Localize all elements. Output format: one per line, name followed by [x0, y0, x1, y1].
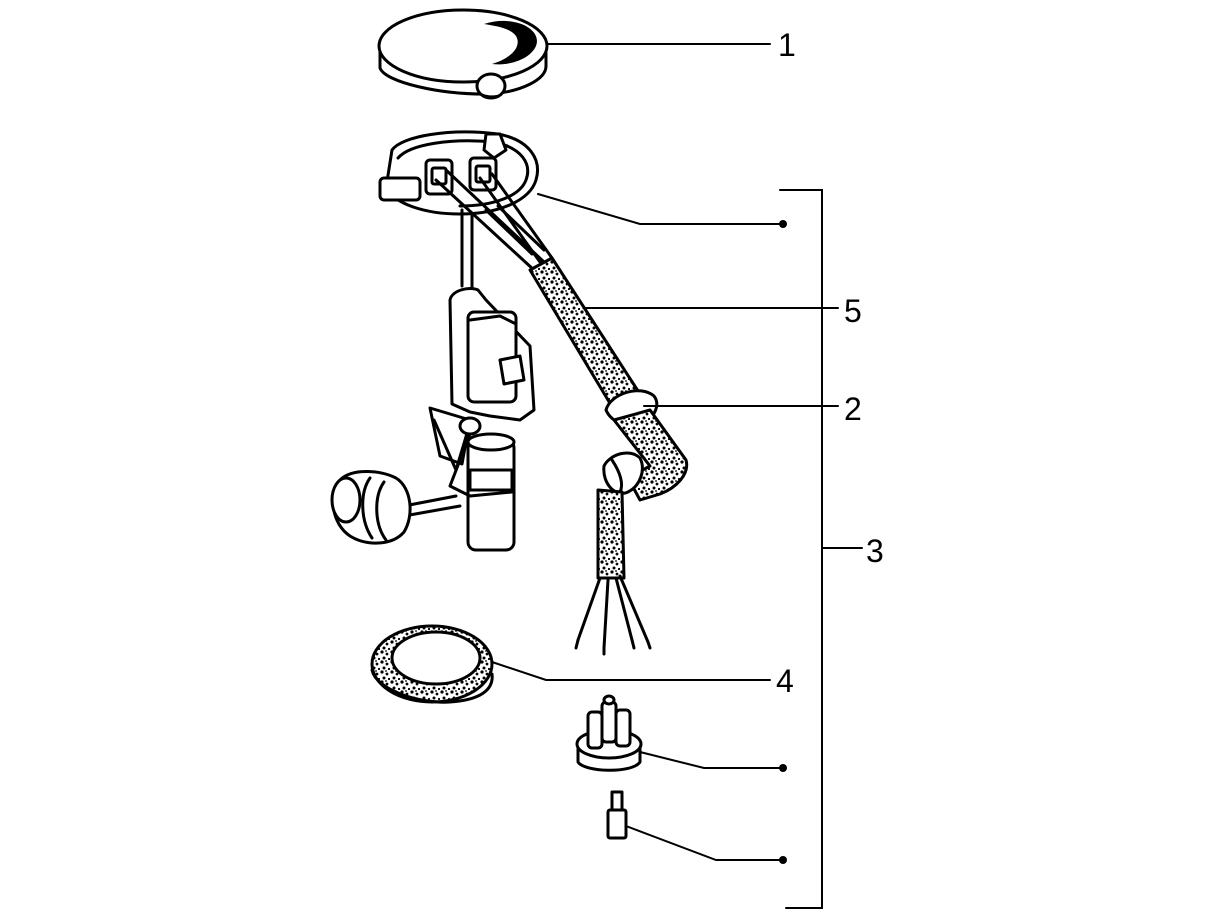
connector-icon	[575, 694, 643, 772]
gasket-ring-icon	[370, 624, 494, 704]
grommet-icon	[602, 389, 689, 502]
callout-5: 5	[844, 293, 862, 329]
callout-4: 4	[776, 663, 794, 699]
leader-lines	[491, 43, 863, 909]
cap-icon	[377, 8, 549, 100]
callout-1: 1	[778, 27, 796, 63]
float-mechanism	[330, 208, 536, 552]
callout-2: 2	[844, 391, 862, 427]
callout-3: 3	[866, 533, 884, 569]
terminal-pin-icon	[606, 790, 628, 840]
wire-bundle	[574, 488, 652, 656]
